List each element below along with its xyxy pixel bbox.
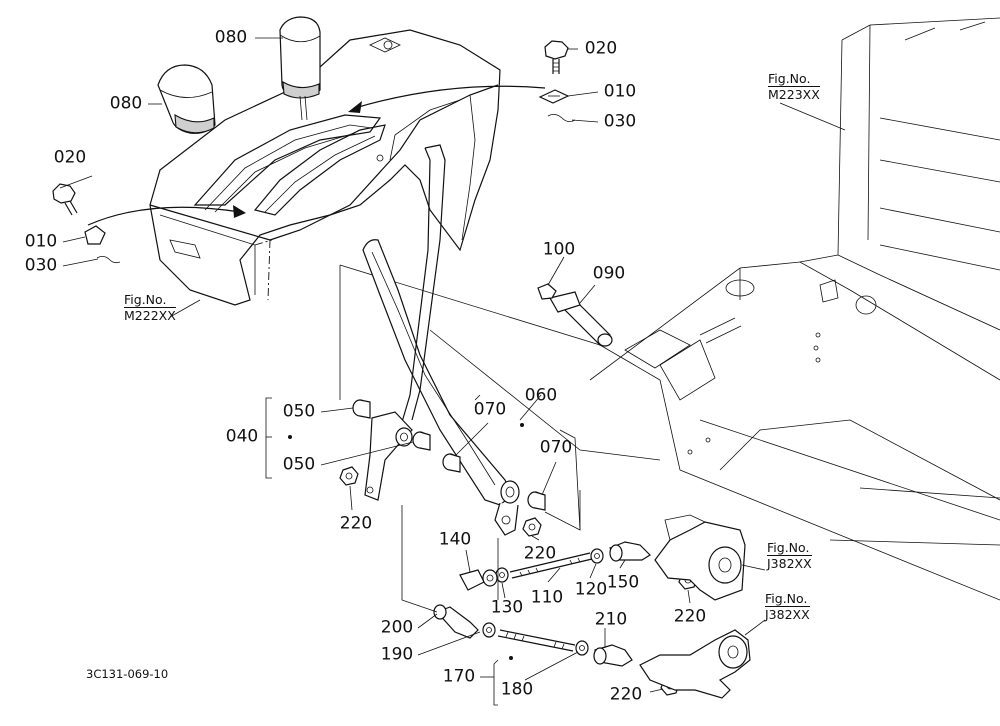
bolt-100 bbox=[537, 283, 557, 300]
group-bracket-170 bbox=[493, 656, 513, 706]
callout-010-upper: 010 bbox=[603, 81, 637, 102]
callout-020-upper: 020 bbox=[584, 38, 618, 59]
figure-reference-label: Fig.No. bbox=[124, 292, 167, 307]
callout-110: 110 bbox=[530, 587, 564, 608]
figure-reference-number: J382XX bbox=[765, 606, 810, 622]
callout-220-right: 220 bbox=[673, 606, 707, 627]
callout-120: 120 bbox=[574, 579, 608, 600]
nut-220-left bbox=[339, 466, 359, 486]
callout-170: 170 bbox=[442, 666, 476, 687]
callout-210: 210 bbox=[594, 609, 628, 630]
callout-220-center: 220 bbox=[523, 543, 557, 564]
figure-reference-label: Fig.No. bbox=[767, 540, 810, 555]
callout-200: 200 bbox=[380, 617, 414, 638]
figure-reference-m223xx[interactable]: Fig.No. M223XX bbox=[768, 72, 820, 102]
lever-knob-upper bbox=[279, 16, 321, 121]
callout-050-a: 050 bbox=[282, 401, 316, 422]
clip-upper bbox=[538, 89, 570, 104]
callout-060: 060 bbox=[524, 385, 558, 406]
star-knob-upper bbox=[544, 40, 569, 74]
nut-180-end bbox=[575, 640, 589, 656]
callout-140: 140 bbox=[438, 529, 472, 550]
callout-080-upper: 080 bbox=[214, 27, 248, 48]
figure-reference-number: M222XX bbox=[124, 307, 176, 323]
rod-end-200 bbox=[433, 604, 479, 639]
pump-lever-upper bbox=[654, 514, 746, 601]
figure-reference-number: J382XX bbox=[767, 555, 812, 571]
figure-reference-label: Fig.No. bbox=[765, 591, 808, 606]
cab-frame-outline bbox=[589, 17, 1000, 601]
callout-020-left: 020 bbox=[53, 147, 87, 168]
rod-end-150 bbox=[609, 541, 651, 562]
figure-reference-number: M223XX bbox=[768, 86, 820, 102]
diagram-code: 3C131-069-10 bbox=[86, 667, 169, 681]
pedal-arm bbox=[362, 239, 520, 536]
lever-console-housing bbox=[149, 29, 501, 306]
group-bracket-040 bbox=[265, 397, 292, 479]
rod-end-210 bbox=[593, 644, 633, 667]
bushing-050-b bbox=[412, 431, 431, 451]
pin-090 bbox=[549, 291, 613, 347]
callout-220-bottom: 220 bbox=[609, 684, 643, 705]
rod-end-140 bbox=[459, 569, 498, 591]
rod-180 bbox=[497, 629, 576, 652]
control-rod-upper bbox=[401, 144, 446, 423]
callout-180: 180 bbox=[500, 679, 534, 700]
figure-reference-m222xx[interactable]: Fig.No. M222XX bbox=[124, 293, 176, 323]
callout-070-a: 070 bbox=[473, 399, 507, 420]
star-knob-left bbox=[52, 183, 78, 216]
callout-030-upper: 030 bbox=[603, 111, 637, 132]
pin-upper bbox=[547, 114, 576, 122]
callout-220-left: 220 bbox=[339, 513, 373, 534]
figure-reference-j382xx-lower[interactable]: Fig.No. J382XX bbox=[765, 592, 810, 622]
callout-190: 190 bbox=[380, 644, 414, 665]
nut-220-center bbox=[522, 517, 542, 537]
rear-panel-outline bbox=[339, 264, 681, 471]
nut-120 bbox=[590, 548, 604, 564]
callout-100: 100 bbox=[542, 239, 576, 260]
callout-090: 090 bbox=[592, 263, 626, 284]
callout-040: 040 bbox=[225, 426, 259, 447]
callout-030-left: 030 bbox=[24, 255, 58, 276]
callout-070-b: 070 bbox=[539, 437, 573, 458]
callout-080-lower: 080 bbox=[109, 93, 143, 114]
group-bracket-060 bbox=[474, 394, 581, 531]
nut-190 bbox=[482, 622, 496, 638]
lever-knob-lower bbox=[157, 64, 216, 134]
clip-left bbox=[84, 225, 106, 245]
callout-050-b: 050 bbox=[282, 454, 316, 475]
callout-150: 150 bbox=[606, 572, 640, 593]
install-arrow-left bbox=[87, 205, 246, 226]
rod-110 bbox=[509, 552, 593, 579]
bracket-assembly bbox=[364, 411, 413, 501]
figure-reference-j382xx-upper[interactable]: Fig.No. J382XX bbox=[767, 541, 812, 571]
pin-left bbox=[96, 256, 121, 264]
callout-130: 130 bbox=[490, 597, 524, 618]
bushing-070-b bbox=[527, 491, 546, 511]
pump-lever-lower bbox=[639, 629, 751, 699]
bushing-070-a bbox=[442, 453, 461, 473]
figure-reference-label: Fig.No. bbox=[768, 71, 811, 86]
bushing-050-a bbox=[352, 399, 371, 419]
callout-010-left: 010 bbox=[24, 231, 58, 252]
install-arrow-upper bbox=[348, 85, 546, 113]
